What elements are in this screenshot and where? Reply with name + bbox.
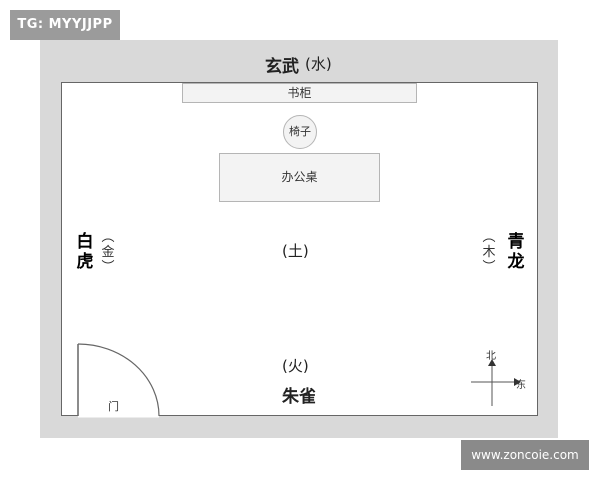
west-name-char-1: 白 (76, 232, 94, 252)
paren-bottom: ︶ (482, 260, 496, 275)
compass-east-arrow (514, 378, 521, 386)
bookcase: 书柜 (182, 83, 417, 103)
desk: 办公桌 (219, 153, 380, 202)
east-name-char-1: 青 (507, 232, 525, 252)
east-name-char-2: 龙 (507, 252, 525, 272)
tg-badge: TG: MYYJJPP (10, 10, 120, 40)
paren-top: ︵ (482, 230, 496, 245)
watermark: www.zoncoie.com (461, 440, 589, 470)
south-element: (火) (282, 357, 309, 375)
north-element: (水) (305, 55, 332, 73)
chair: 椅子 (283, 115, 317, 149)
east-element-char: 木 (482, 245, 496, 260)
north-name: 玄武 (265, 57, 299, 77)
center-element: (土) (282, 242, 309, 260)
east-element: ︵ 木 ︶ (480, 230, 498, 275)
west-element-char: 金 (101, 245, 115, 260)
compass-north-label: 北 (486, 351, 496, 362)
west-name: 白 虎 (75, 232, 95, 272)
west-element: ︵ 金 ︶ (99, 230, 117, 275)
compass-north-arrow (488, 359, 496, 366)
compass-east-label: 东 (516, 380, 526, 391)
door-label: 门 (108, 400, 119, 413)
paren-bottom: ︶ (101, 260, 115, 275)
east-name: 青 龙 (506, 232, 526, 272)
south-name: 朱雀 (282, 387, 316, 407)
door-swing-arc (77, 343, 160, 417)
paren-top: ︵ (101, 230, 115, 245)
west-name-char-2: 虎 (76, 252, 94, 272)
